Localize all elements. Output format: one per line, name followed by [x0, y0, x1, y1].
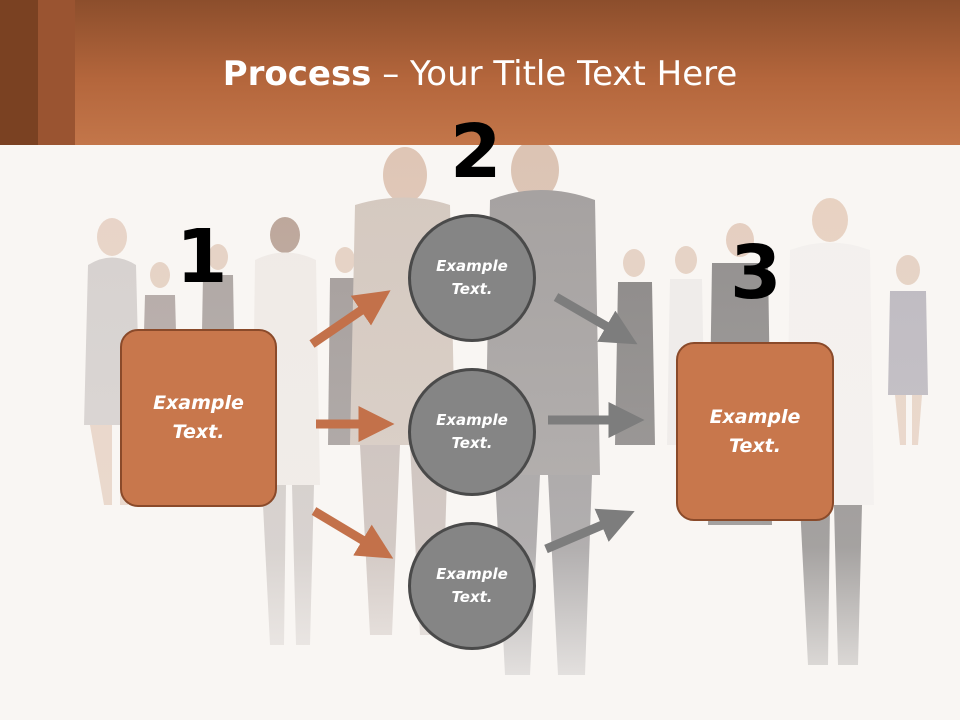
title-bold: Process [222, 54, 372, 94]
step-2-circle-bottom[interactable]: Example Text. [408, 522, 536, 650]
step-2-circle-middle[interactable]: Example Text. [408, 368, 536, 496]
title-bar [0, 0, 960, 145]
circle-text-line1: Example [436, 565, 508, 583]
title-rest: – Your Title Text Here [371, 54, 738, 94]
step-number-2: 2 [450, 109, 502, 195]
circle-text-line2: Text. [451, 280, 493, 298]
circle-text: Example Text. [436, 563, 508, 609]
circle-text: Example Text. [436, 409, 508, 455]
step-3-text-line2: Text. [729, 434, 781, 457]
circle-text: Example Text. [436, 255, 508, 301]
circle-text-line1: Example [436, 411, 508, 429]
step-3-box[interactable]: Example Text. [676, 342, 834, 521]
step-number-1: 1 [176, 214, 228, 300]
circle-text-line1: Example [436, 257, 508, 275]
step-1-text-line1: Example [153, 392, 244, 414]
header-accent-stripe [0, 0, 38, 145]
slide-title: Process – Your Title Text Here [0, 52, 960, 96]
header-accent-stripe [38, 0, 75, 145]
step-number-3: 3 [730, 230, 782, 316]
step-1-text: Example Text. [153, 389, 244, 447]
step-2-circle-top[interactable]: Example Text. [408, 214, 536, 342]
step-3-text-line1: Example [709, 405, 801, 428]
circle-text-line2: Text. [451, 434, 493, 452]
circle-text-line2: Text. [451, 588, 493, 606]
step-1-text-line2: Text. [172, 421, 225, 443]
step-1-box[interactable]: Example Text. [120, 329, 277, 507]
step-3-text: Example Text. [710, 403, 801, 461]
